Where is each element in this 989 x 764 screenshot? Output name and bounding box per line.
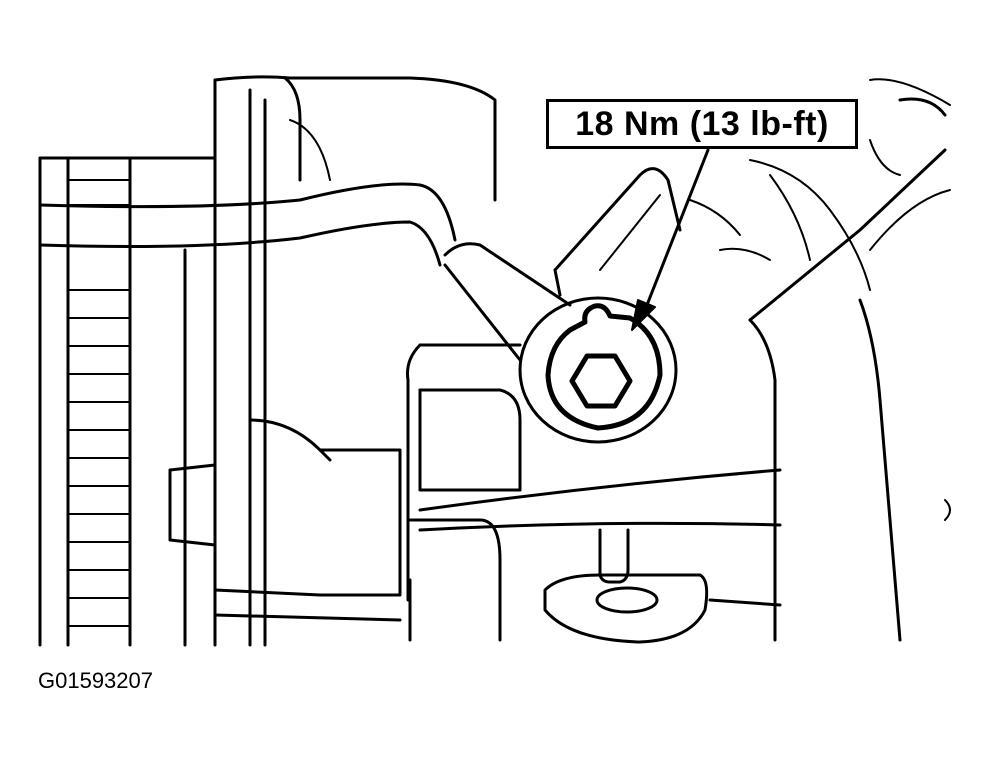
lower-casting <box>213 343 782 642</box>
radiator-fins <box>38 78 217 647</box>
torque-spec-label: 18 Nm (13 lb-ft) <box>575 104 829 143</box>
right-casing <box>689 78 951 642</box>
figure-id-label: G01593207 <box>38 668 153 693</box>
angled-bracket <box>553 167 682 297</box>
callout-leader-arrow <box>631 148 710 331</box>
bracket-housing <box>168 75 497 647</box>
drain-plug <box>543 528 782 644</box>
hex-bolt <box>518 296 678 444</box>
torque-callout-box: 18 Nm (13 lb-ft) <box>546 99 858 149</box>
hose-tube <box>38 182 572 362</box>
